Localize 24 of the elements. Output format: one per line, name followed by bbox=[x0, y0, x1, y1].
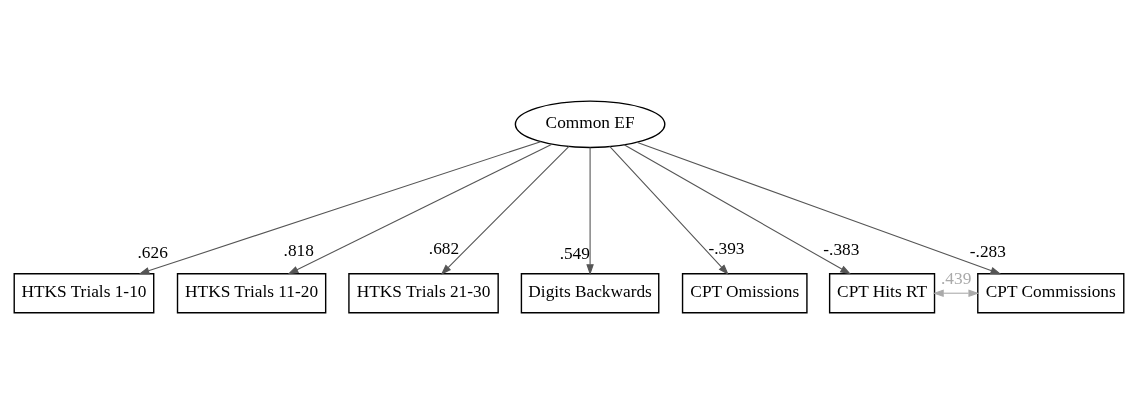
node-box: HTKS Trials 11-20 bbox=[176, 272, 327, 313]
arrow bbox=[287, 143, 553, 274]
node-box: CPT Hits RT bbox=[828, 272, 936, 313]
node-ellipse: Common EF bbox=[514, 99, 666, 148]
node-box: HTKS Trials 21-30 bbox=[348, 272, 499, 313]
arrow bbox=[609, 145, 729, 275]
edge-label: -.383 bbox=[823, 239, 860, 259]
node-box: Digits Backwards bbox=[520, 272, 660, 313]
arrow bbox=[623, 143, 851, 274]
edge-label: .818 bbox=[283, 240, 314, 260]
edge-label: .549 bbox=[559, 243, 590, 263]
arrow bbox=[138, 140, 542, 274]
arrow bbox=[636, 141, 1002, 274]
edge-label: -.393 bbox=[708, 238, 745, 258]
node-box: CPT Omissions bbox=[681, 272, 808, 313]
edge-label: .682 bbox=[428, 238, 460, 258]
node-box: CPT Commissions bbox=[977, 272, 1125, 313]
edge-label: -.283 bbox=[969, 241, 1006, 261]
arrow bbox=[586, 146, 594, 275]
node-box: HTKS Trials 1-10 bbox=[13, 272, 155, 313]
arrow bbox=[932, 288, 980, 297]
edge-label: .626 bbox=[137, 242, 168, 261]
arrow bbox=[440, 145, 570, 275]
edge-label: .439 bbox=[941, 268, 972, 288]
